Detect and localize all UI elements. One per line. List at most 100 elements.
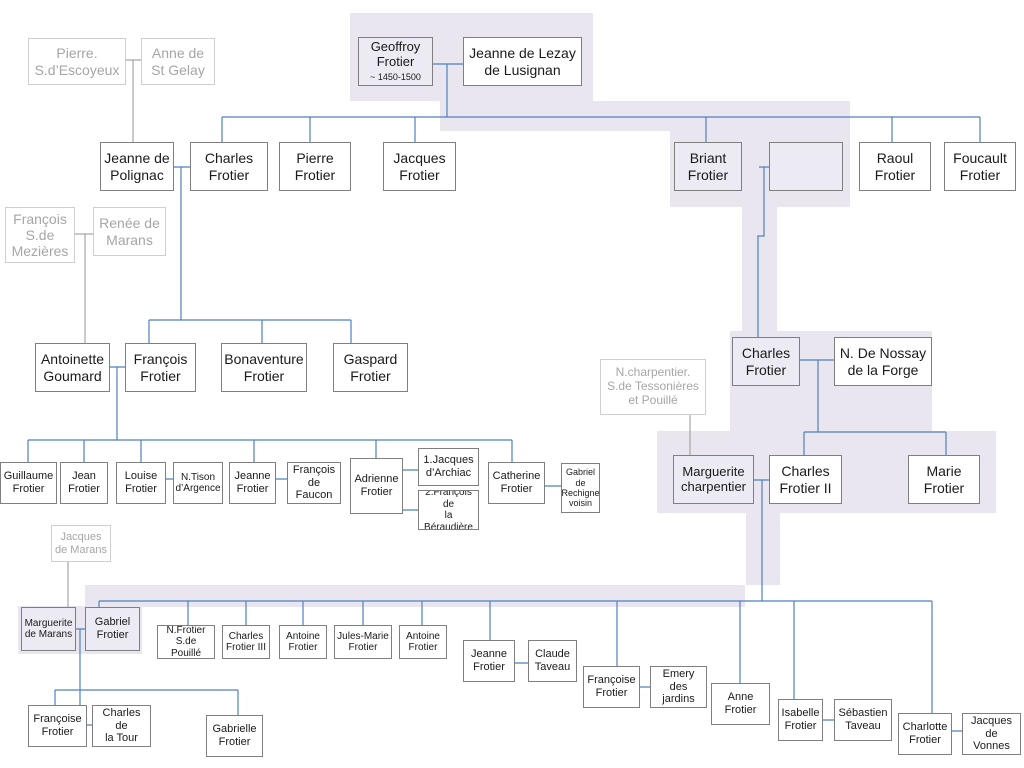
person-box-jean: Jean Frotier (60, 462, 108, 504)
person-box-jacques-marans: Jacques de Marans (51, 525, 111, 562)
person-box-jeanne-polignac: Jeanne de Polignac (100, 142, 174, 191)
person-name: Gaspard Frotier (343, 351, 398, 384)
person-name: Catherine Frotier (492, 470, 541, 495)
person-box-anne-gelay: Anne de St Gelay (141, 38, 215, 85)
person-box-jeanne-lezay: Jeanne de Lezay de Lusignan (463, 37, 582, 86)
person-name: N. De Nossay de la Forge (839, 345, 927, 378)
person-box-nfrotier: N.Frotier S.de Pouillé (157, 625, 215, 659)
person-box-marguerite-charpentier: Marguerite charpentier (673, 455, 754, 504)
person-name: Adrienne Frotier (354, 473, 399, 498)
person-name: Gabriel de Rechigne voisin (561, 467, 600, 509)
person-name: Charles Frotier (741, 345, 791, 378)
person-name: Antoinette Goumard (40, 351, 105, 384)
person-name: N.Frotier S.de Pouillé (166, 625, 206, 659)
person-box-charles-ii: Charles Frotier II (769, 455, 842, 504)
person-name: François Frotier (133, 351, 188, 384)
person-box-francoise1: Françoise Frotier (583, 666, 640, 708)
person-box-foucault: Foucault Frotier (944, 142, 1016, 191)
person-box-adrienne: Adrienne Frotier (350, 458, 403, 514)
person-name: Renée de Marans (99, 215, 160, 248)
person-name: Antoine Frotier (286, 630, 320, 654)
person-box-louise: Louise Frotier (116, 462, 166, 504)
person-box-bonaventure: Bonaventure Frotier (221, 343, 307, 392)
person-box-raoul: Raoul Frotier (859, 142, 931, 191)
person-name: Raoul Frotier (874, 150, 916, 183)
person-name: Sébastien Taveau (838, 707, 888, 732)
person-box-francois-mezieres: François S.de Mezières (5, 207, 75, 263)
person-box-charles-tour: Charles de la Tour (92, 705, 151, 747)
person-box-gabrielle: Gabrielle Frotier (206, 715, 263, 757)
person-box-catherine: Catherine Frotier (488, 462, 545, 504)
person-name: 1.Jacques d’Archiac (423, 454, 474, 479)
person-box-pierre: Pierre. S.d’Escoyeux (28, 38, 126, 85)
person-name: Marguerite charpentier (680, 463, 747, 494)
person-name: Louise Frotier (124, 470, 158, 495)
person-name: Jacques de Vonnes (971, 715, 1012, 753)
person-name: Gabrielle Frotier (212, 723, 257, 748)
person-box-renee: Renée de Marans (93, 207, 166, 256)
person-name: Emery des jardins (662, 668, 695, 706)
person-name: N.Tison d’Argence (175, 471, 221, 495)
person-box-charles1: Charles Frotier (190, 142, 268, 191)
person-box-marguerite-marans: Marguerite de Marans (21, 607, 76, 651)
person-box-jacques-archiac: 1.Jacques d’Archiac (418, 448, 479, 486)
person-box-sebastien: Sébastien Taveau (834, 699, 892, 741)
person-name: Antoine Frotier (406, 630, 440, 654)
person-name: Jacques Frotier (393, 150, 446, 183)
person-name: Pierre. S.d’Escoyeux (34, 45, 120, 78)
person-box-claude: Claude Taveau (528, 640, 577, 682)
person-name: Foucault Frotier (953, 150, 1007, 183)
person-box-jeanne-f2: Jeanne Frotier (463, 640, 515, 682)
person-name: Marie Frotier (923, 463, 965, 496)
person-box-isabelle: Isabelle Frotier (778, 699, 823, 741)
person-name: Françoise Frotier (587, 674, 636, 699)
person-box-francois-beraudiere: 2.François de la Béraudière (418, 490, 479, 530)
person-name: Jeanne de Polignac (104, 150, 170, 183)
person-box-ncharpentier: N.charpentier. S.de Tessonières et Pouil… (600, 359, 706, 415)
person-box-antoine1: Antoine Frotier (279, 625, 327, 659)
person-name: Claude Taveau (534, 648, 571, 673)
person-box-gaspard: Gaspard Frotier (333, 343, 408, 392)
person-box-francoise2: Françoise Frotier (28, 705, 87, 747)
person-name: Geoffroy Frotier (370, 39, 421, 70)
person-box-pierre-frotier: Pierre Frotier (279, 142, 351, 191)
person-name: François S.de Mezières (11, 210, 69, 260)
person-dates: ~ 1450-1500 (370, 72, 421, 83)
person-name: Briant Frotier (687, 150, 729, 183)
person-box-briant: Briant Frotier (674, 142, 742, 191)
person-name: Jeanne Frotier (470, 648, 508, 673)
person-name: Anne de St Gelay (151, 45, 205, 78)
connector-lines (27, 63, 981, 732)
person-box-jacques-vonnes: Jacques de Vonnes (962, 713, 1021, 755)
person-name: Jeanne de Lezay de Lusignan (469, 45, 576, 78)
person-name: Gabriel Frotier (94, 616, 131, 641)
person-box-charlotte: Charlotte Frotier (898, 713, 952, 755)
person-name: Anne Frotier (724, 691, 757, 716)
person-box-guillaume: Guillaume Frotier (0, 462, 57, 504)
person-name: Charles Frotier III (225, 630, 266, 654)
person-box-anne-frotier: Anne Frotier (711, 683, 770, 725)
person-box-charles-iii: Charles Frotier III (222, 625, 270, 659)
person-name: François de Faucon (292, 464, 336, 502)
person-name: Pierre Frotier (294, 150, 336, 183)
person-box-jules-marie: Jules-Marie Frotier (334, 625, 392, 659)
ancestor-connector-lines (67, 59, 691, 607)
person-box-antoine2: Antoine Frotier (399, 625, 447, 659)
person-name: Guillaume Frotier (3, 470, 54, 495)
person-name: Charles Frotier II (779, 463, 832, 496)
person-box-emery: Emery des jardins (650, 666, 707, 708)
person-box-briant-spouse (769, 142, 843, 191)
person-name: Jeanne Frotier (234, 470, 271, 495)
person-box-nossay: N. De Nossay de la Forge (834, 337, 932, 386)
person-name: Françoise Frotier (33, 713, 82, 738)
person-name: Marguerite de Marans (24, 617, 73, 641)
person-name: Bonaventure Frotier (224, 351, 304, 384)
person-box-francois-frotier: François Frotier (125, 343, 196, 392)
person-name: Jacques de Marans (55, 530, 107, 556)
person-box-jacques-frotier: Jacques Frotier (383, 142, 456, 191)
person-name: Charlotte Frotier (902, 721, 948, 746)
person-box-geoffroy: Geoffroy Frotier ~ 1450-1500 (358, 37, 433, 86)
person-box-francois-faucon: François de Faucon (287, 462, 341, 504)
person-name: 2.François de la Béraudière (424, 490, 473, 530)
